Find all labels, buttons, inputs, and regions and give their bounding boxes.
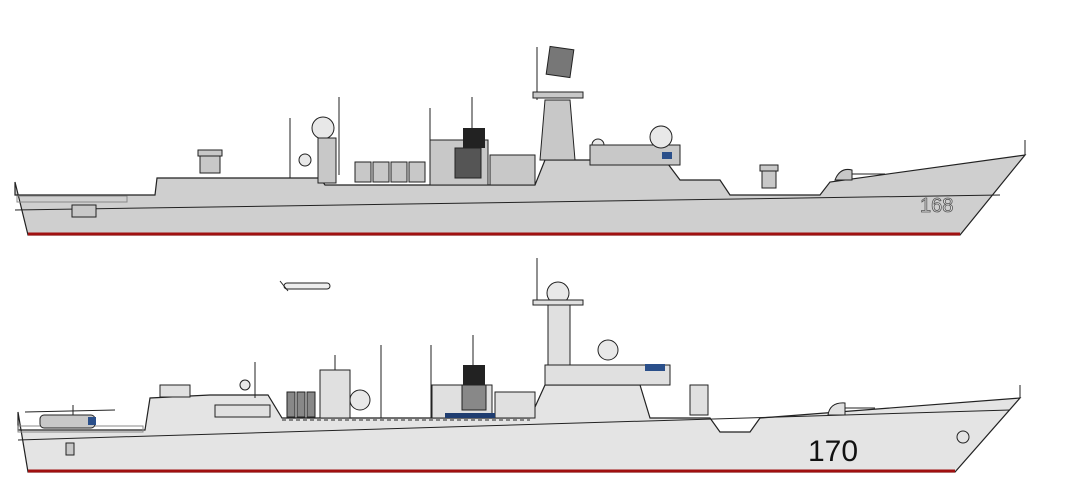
ship-168: 168: [14, 45, 1027, 236]
sheer-line-168: [14, 194, 1001, 211]
deckhouse-170: [494, 391, 536, 419]
deckhouse-168: [489, 154, 536, 186]
aft-tower-168: [317, 137, 337, 184]
bridge-170: [544, 364, 671, 386]
aft-turret-top-168: [197, 149, 223, 157]
fwd-mount-170: [689, 384, 709, 416]
radar-dome-aft-170: [349, 389, 371, 411]
hull-number-168: 168: [920, 195, 953, 217]
small-dome-168: [298, 153, 312, 167]
bridge-168: [589, 144, 681, 166]
stern-hatch-170: [65, 442, 75, 456]
bridge-window-168: [662, 152, 672, 159]
main-gun-170: [827, 402, 846, 416]
helicopter-170: [24, 405, 116, 429]
hull-168: [14, 154, 1027, 236]
hull-number-170: 170: [808, 435, 858, 468]
aft-gun-170: [159, 384, 191, 398]
radar-antenna-168: [545, 45, 575, 79]
aft-deckhouse-170: [214, 404, 271, 418]
fwd-turret-168: [761, 169, 777, 189]
small-dome-170: [239, 379, 251, 391]
main-gun-168: [834, 169, 853, 181]
aft-turret-168: [199, 154, 221, 174]
launchers-168: [354, 161, 426, 183]
radar-dome-aft-168: [311, 116, 335, 140]
funnel-168: [463, 128, 485, 148]
vent-grille-170: [461, 384, 487, 411]
main-mast-168: [532, 45, 605, 161]
stern-rail-168: [16, 195, 128, 203]
ship-170: 170: [17, 258, 1022, 473]
missile-icon: [279, 280, 331, 292]
fwd-turret-top-168: [759, 164, 779, 172]
boat-170: [445, 413, 495, 418]
anchor-icon: [956, 430, 970, 444]
radar-dome-fwd-168: [649, 125, 673, 149]
funnel-170: [463, 365, 485, 385]
aft-tower-170: [319, 369, 351, 419]
vent-grille-168: [454, 147, 482, 179]
bridge-window-170: [645, 364, 665, 371]
launchers-170: [286, 391, 316, 418]
stern-hatch-168: [71, 204, 97, 218]
